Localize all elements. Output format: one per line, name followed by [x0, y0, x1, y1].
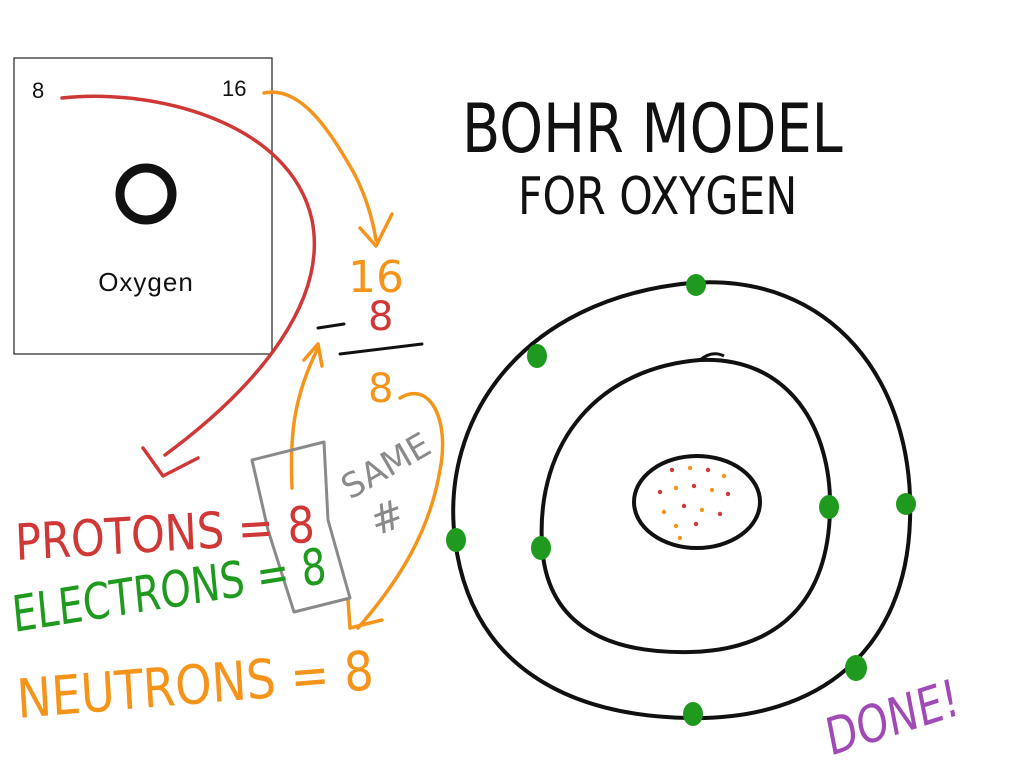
- nucleus-neutron: [721, 473, 727, 479]
- nucleus-proton: [717, 511, 723, 517]
- same-hash: #: [364, 491, 411, 546]
- calc-result: 8: [368, 366, 393, 412]
- outer-electron: [845, 655, 867, 681]
- outer-electron: [527, 344, 547, 368]
- nucleus-proton: [705, 467, 711, 473]
- result-to-neutrons-arrow: [356, 391, 445, 630]
- inner-electron: [531, 536, 551, 560]
- outer-electron: [446, 528, 466, 552]
- atomic-number: 8: [32, 78, 44, 103]
- element-card: 8 16 Oxygen: [13, 57, 273, 355]
- bohr-model: [446, 274, 916, 726]
- nucleus-particles: [657, 465, 731, 541]
- nucleus: [632, 454, 762, 550]
- calc-divider-line: [338, 342, 424, 356]
- outer-electron: [683, 702, 703, 726]
- outer-electron: [896, 493, 916, 515]
- result-to-neutrons-arrowhead: [346, 598, 384, 630]
- outer-electron: [686, 274, 706, 296]
- inner-electron: [819, 495, 839, 519]
- nucleus-neutron: [699, 507, 705, 513]
- element-name: Oxygen: [98, 267, 194, 297]
- nucleus-neutron: [677, 535, 683, 541]
- nucleus-proton: [725, 491, 731, 497]
- nucleus-neutron: [687, 465, 693, 471]
- calc-minus-sign: [316, 322, 346, 330]
- neutrons-label: NEUTRONS = 8: [15, 639, 375, 731]
- nucleus-proton: [657, 489, 663, 495]
- nucleus-neutron: [673, 485, 679, 491]
- atomic-number-arrow: [60, 94, 317, 457]
- mass-number-arrowhead: [358, 212, 394, 248]
- element-card-border: [13, 57, 273, 355]
- nucleus-neutron: [661, 509, 667, 515]
- calc-minus-value: 8: [368, 294, 393, 340]
- nucleus-proton: [681, 503, 687, 509]
- nucleus-proton: [691, 483, 697, 489]
- proton-to-calc-arrowhead: [302, 342, 324, 368]
- same-number-box: [250, 440, 352, 614]
- done-label: DONE!: [821, 667, 964, 767]
- calc-mass: 16: [348, 252, 404, 303]
- inner-shell-closure: [699, 352, 725, 362]
- mass-number: 16: [222, 76, 246, 101]
- nucleus-proton: [669, 467, 675, 473]
- neutron-calculation: 16 8 8: [316, 252, 424, 412]
- title-line2: FOR OXYGEN: [518, 167, 797, 227]
- element-symbol-shape: [115, 163, 177, 225]
- nucleus-proton: [693, 521, 699, 527]
- nucleus-neutron: [709, 487, 715, 493]
- mass-number-arrow: [262, 90, 378, 242]
- proton-to-calc-arrow: [289, 346, 320, 490]
- nucleus-neutron: [673, 523, 679, 529]
- atomic-number-arrowhead: [141, 446, 200, 478]
- title-line1: BOHR MODEL: [462, 89, 843, 169]
